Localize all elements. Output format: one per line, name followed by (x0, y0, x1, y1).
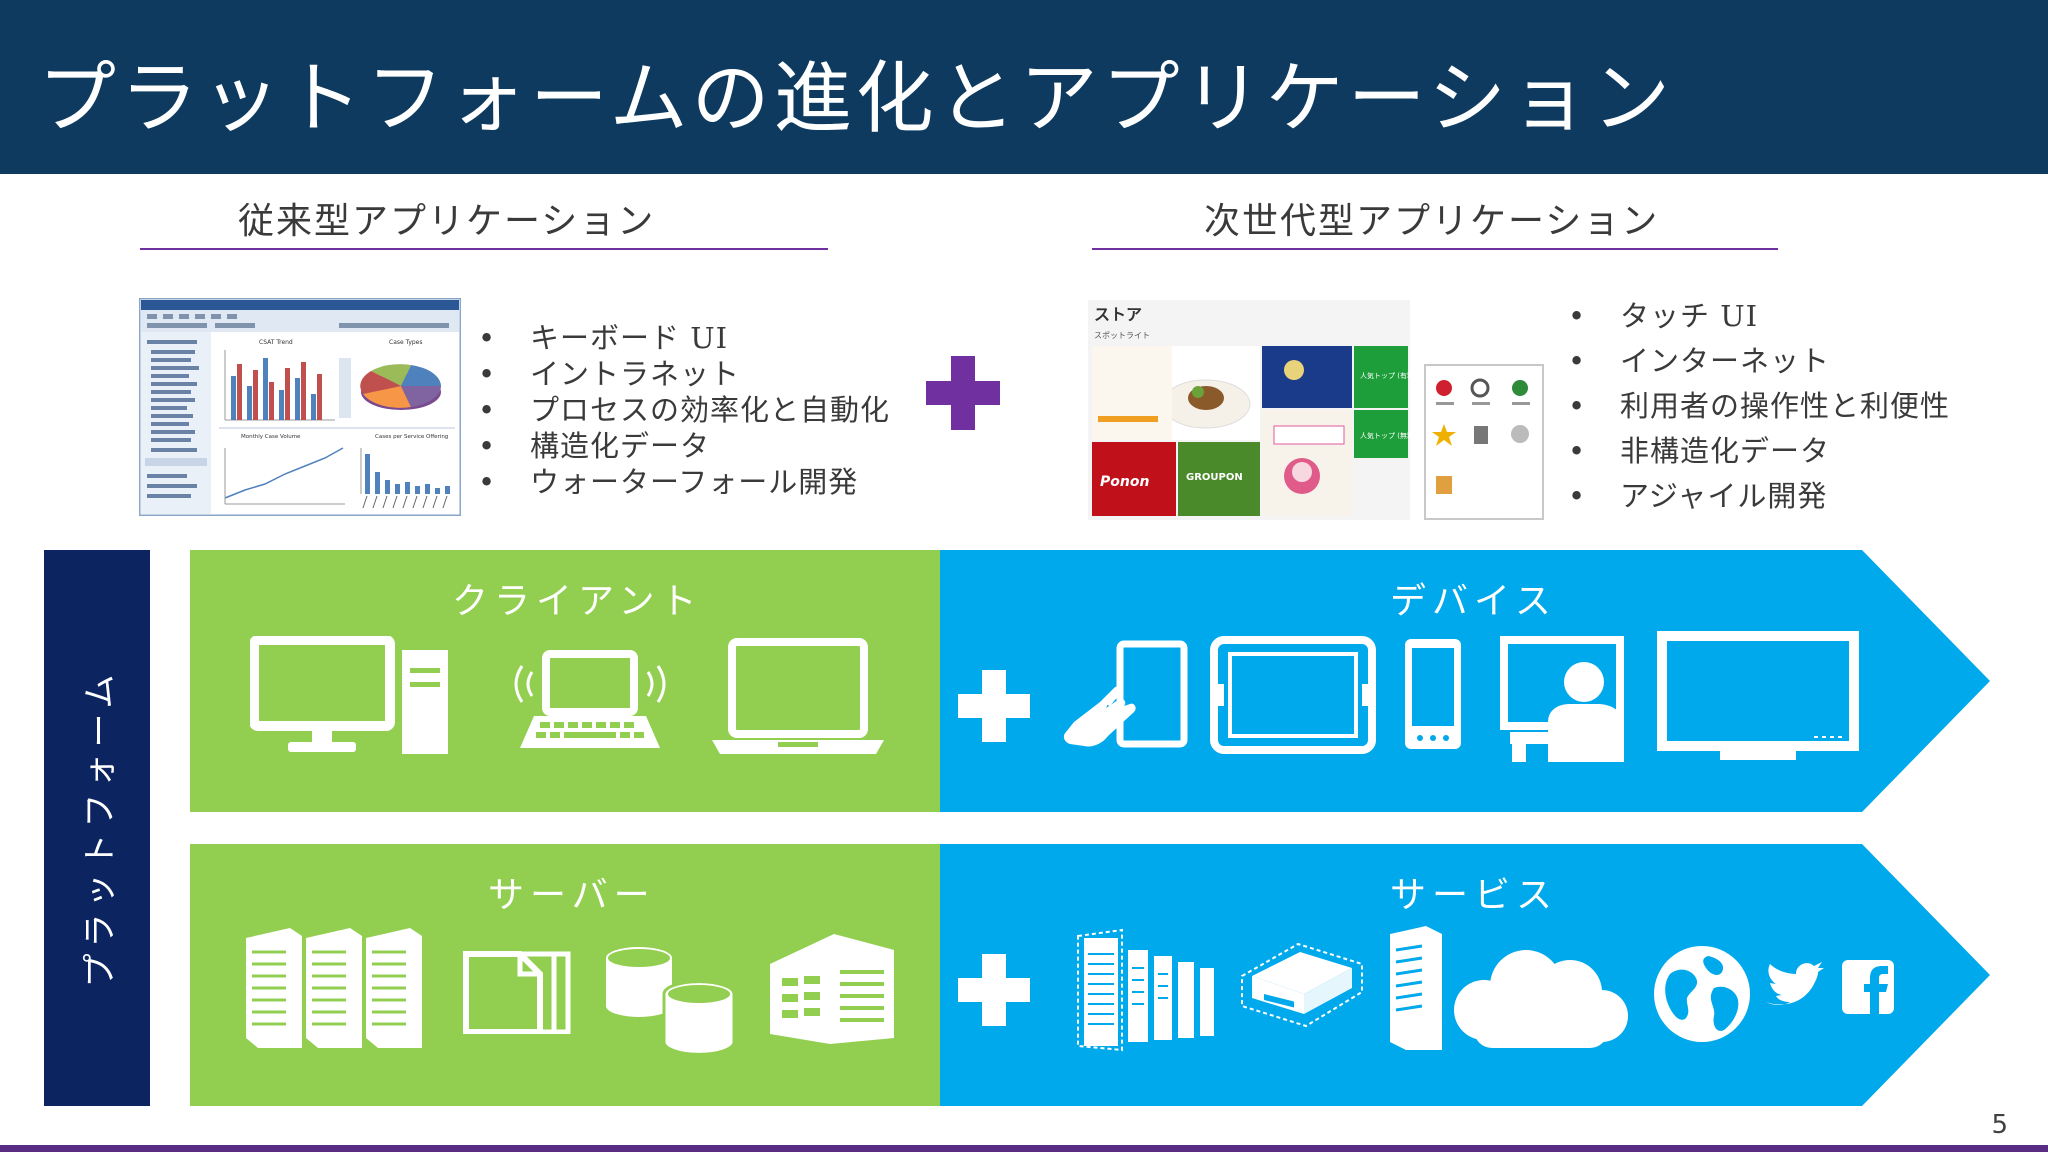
documents-icon (462, 950, 572, 1035)
database-icon (604, 946, 736, 1056)
legacy-app-screenshot: CSAT Trend Case Types Monthly Case Volum… (137, 296, 463, 518)
presenter-screen-icon (1500, 636, 1630, 762)
datacenter-building-icon (764, 930, 896, 1046)
twitter-icon (1764, 962, 1826, 1012)
cases-per-service-label: Cases per Service Offering (375, 434, 448, 440)
mobile-app-screenshot (1424, 364, 1544, 520)
wireless-laptop-icon (510, 648, 670, 752)
legacy-bullet-list: キーボード UI イントラネット プロセスの効率化と自動化 構造化データ ウォー… (478, 320, 890, 500)
tv-monitor-icon (1656, 630, 1860, 764)
store-tile-top-free: 人気トップ (無料) (1360, 431, 1410, 440)
groupon-tile-label: GROUPON (1186, 472, 1243, 483)
title-bar (0, 0, 2048, 174)
tablet-landscape-icon (1210, 636, 1376, 754)
slide-title: プラットフォームの進化とアプリケーション (38, 54, 1675, 144)
page-number: 5 (1991, 1110, 2008, 1140)
legacy-bullet: キーボード UI (478, 320, 890, 356)
cloud-server-rack-icon (1074, 928, 1226, 1054)
service-label: サービス (1390, 875, 1559, 916)
server-appliance-icon (1240, 936, 1364, 1032)
legacy-bullet: プロセスの効率化と自動化 (478, 392, 890, 428)
nextgen-bullet-list: タッチ UI インターネット 利用者の操作性と利便性 非構造化データ アジャイル… (1568, 294, 1950, 519)
plus-icon (958, 670, 1030, 742)
store-title: ストア (1094, 305, 1142, 324)
store-tile-top-paid: 人気トップ (有料) (1360, 371, 1410, 380)
facebook-icon (1840, 958, 1896, 1016)
nextgen-heading: 次世代型アプリケーション (1204, 201, 1660, 242)
laptop-icon (712, 638, 884, 758)
platform-side-label-text: プラットフォーム (80, 668, 121, 988)
footer-rule (0, 1145, 2048, 1152)
legacy-bullet: 構造化データ (478, 428, 890, 464)
legacy-heading-rule (140, 248, 828, 250)
desktop-pc-icon (249, 635, 450, 760)
monthly-case-volume-label: Monthly Case Volume (241, 434, 301, 440)
nextgen-bullet: タッチ UI (1568, 294, 1950, 339)
plus-icon (958, 954, 1030, 1026)
server-label: サーバー (488, 875, 656, 916)
nextgen-bullet: アジャイル開発 (1568, 474, 1950, 519)
legacy-bullet: ウォーターフォール開発 (478, 464, 890, 500)
device-label: デバイス (1390, 581, 1557, 622)
server-rack-icon (246, 928, 422, 1048)
nextgen-bullet: 利用者の操作性と利便性 (1568, 384, 1950, 429)
nextgen-heading-rule (1092, 248, 1778, 250)
legacy-heading: 従来型アプリケーション (238, 201, 656, 242)
touch-tablet-icon (1056, 640, 1190, 758)
plus-icon (926, 356, 1000, 430)
server-tower-icon (1386, 924, 1446, 1050)
store-app-screenshot: ストア スポットライト 人気トップ (有料) 人気トップ (無料) Ponon … (1088, 300, 1417, 520)
store-subtitle: スポットライト (1094, 331, 1150, 340)
cloud-icon (1444, 946, 1630, 1050)
service-band (940, 844, 1990, 1106)
client-band (190, 550, 940, 812)
client-label: クライアント (452, 581, 703, 622)
legacy-bullet: イントラネット (478, 356, 890, 392)
smartphone-icon (1402, 636, 1464, 752)
case-types-label: Case Types (389, 339, 423, 346)
nextgen-bullet: 非構造化データ (1568, 429, 1950, 474)
nextgen-bullet: インターネット (1568, 339, 1950, 384)
ponon-tile-label: Ponon (1100, 474, 1149, 490)
csat-trend-label: CSAT Trend (259, 339, 293, 346)
platform-side-label: プラットフォーム (44, 550, 150, 1106)
globe-icon (1652, 944, 1752, 1044)
